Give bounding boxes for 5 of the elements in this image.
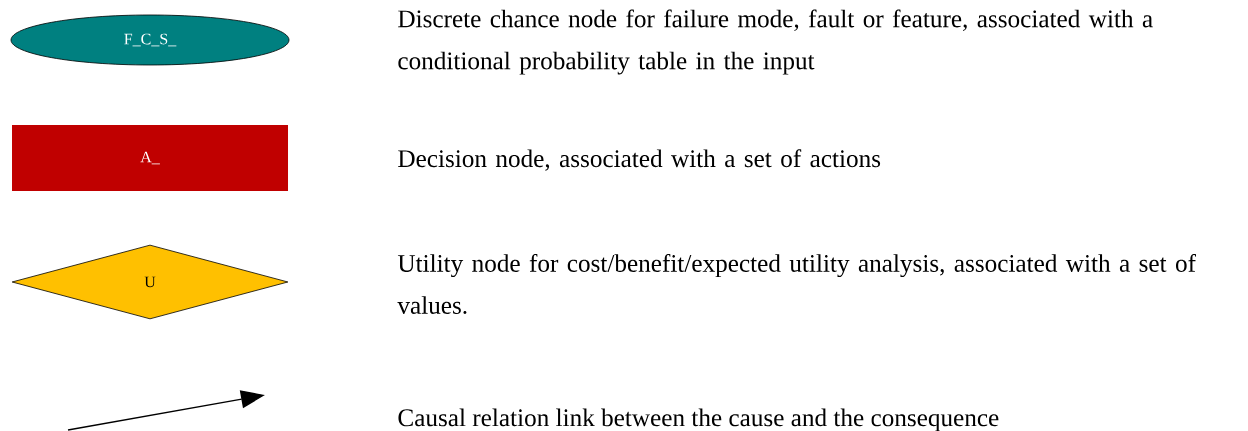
- description-text: Utility node for cost/benefit/expected utility analysis, associated with a set of values.: [397, 253, 1196, 315]
- description-text: Decision node, associated with a set of actions: [398, 149, 881, 171]
- description-text: Discrete chance node for failure mode, fault or feature, associated with a conditional probability table in the input: [398, 9, 1153, 75]
- decision-node-box: A_: [12, 125, 288, 191]
- legend-text: Causal relation link between the cause and the consequence: [398, 408, 999, 431]
